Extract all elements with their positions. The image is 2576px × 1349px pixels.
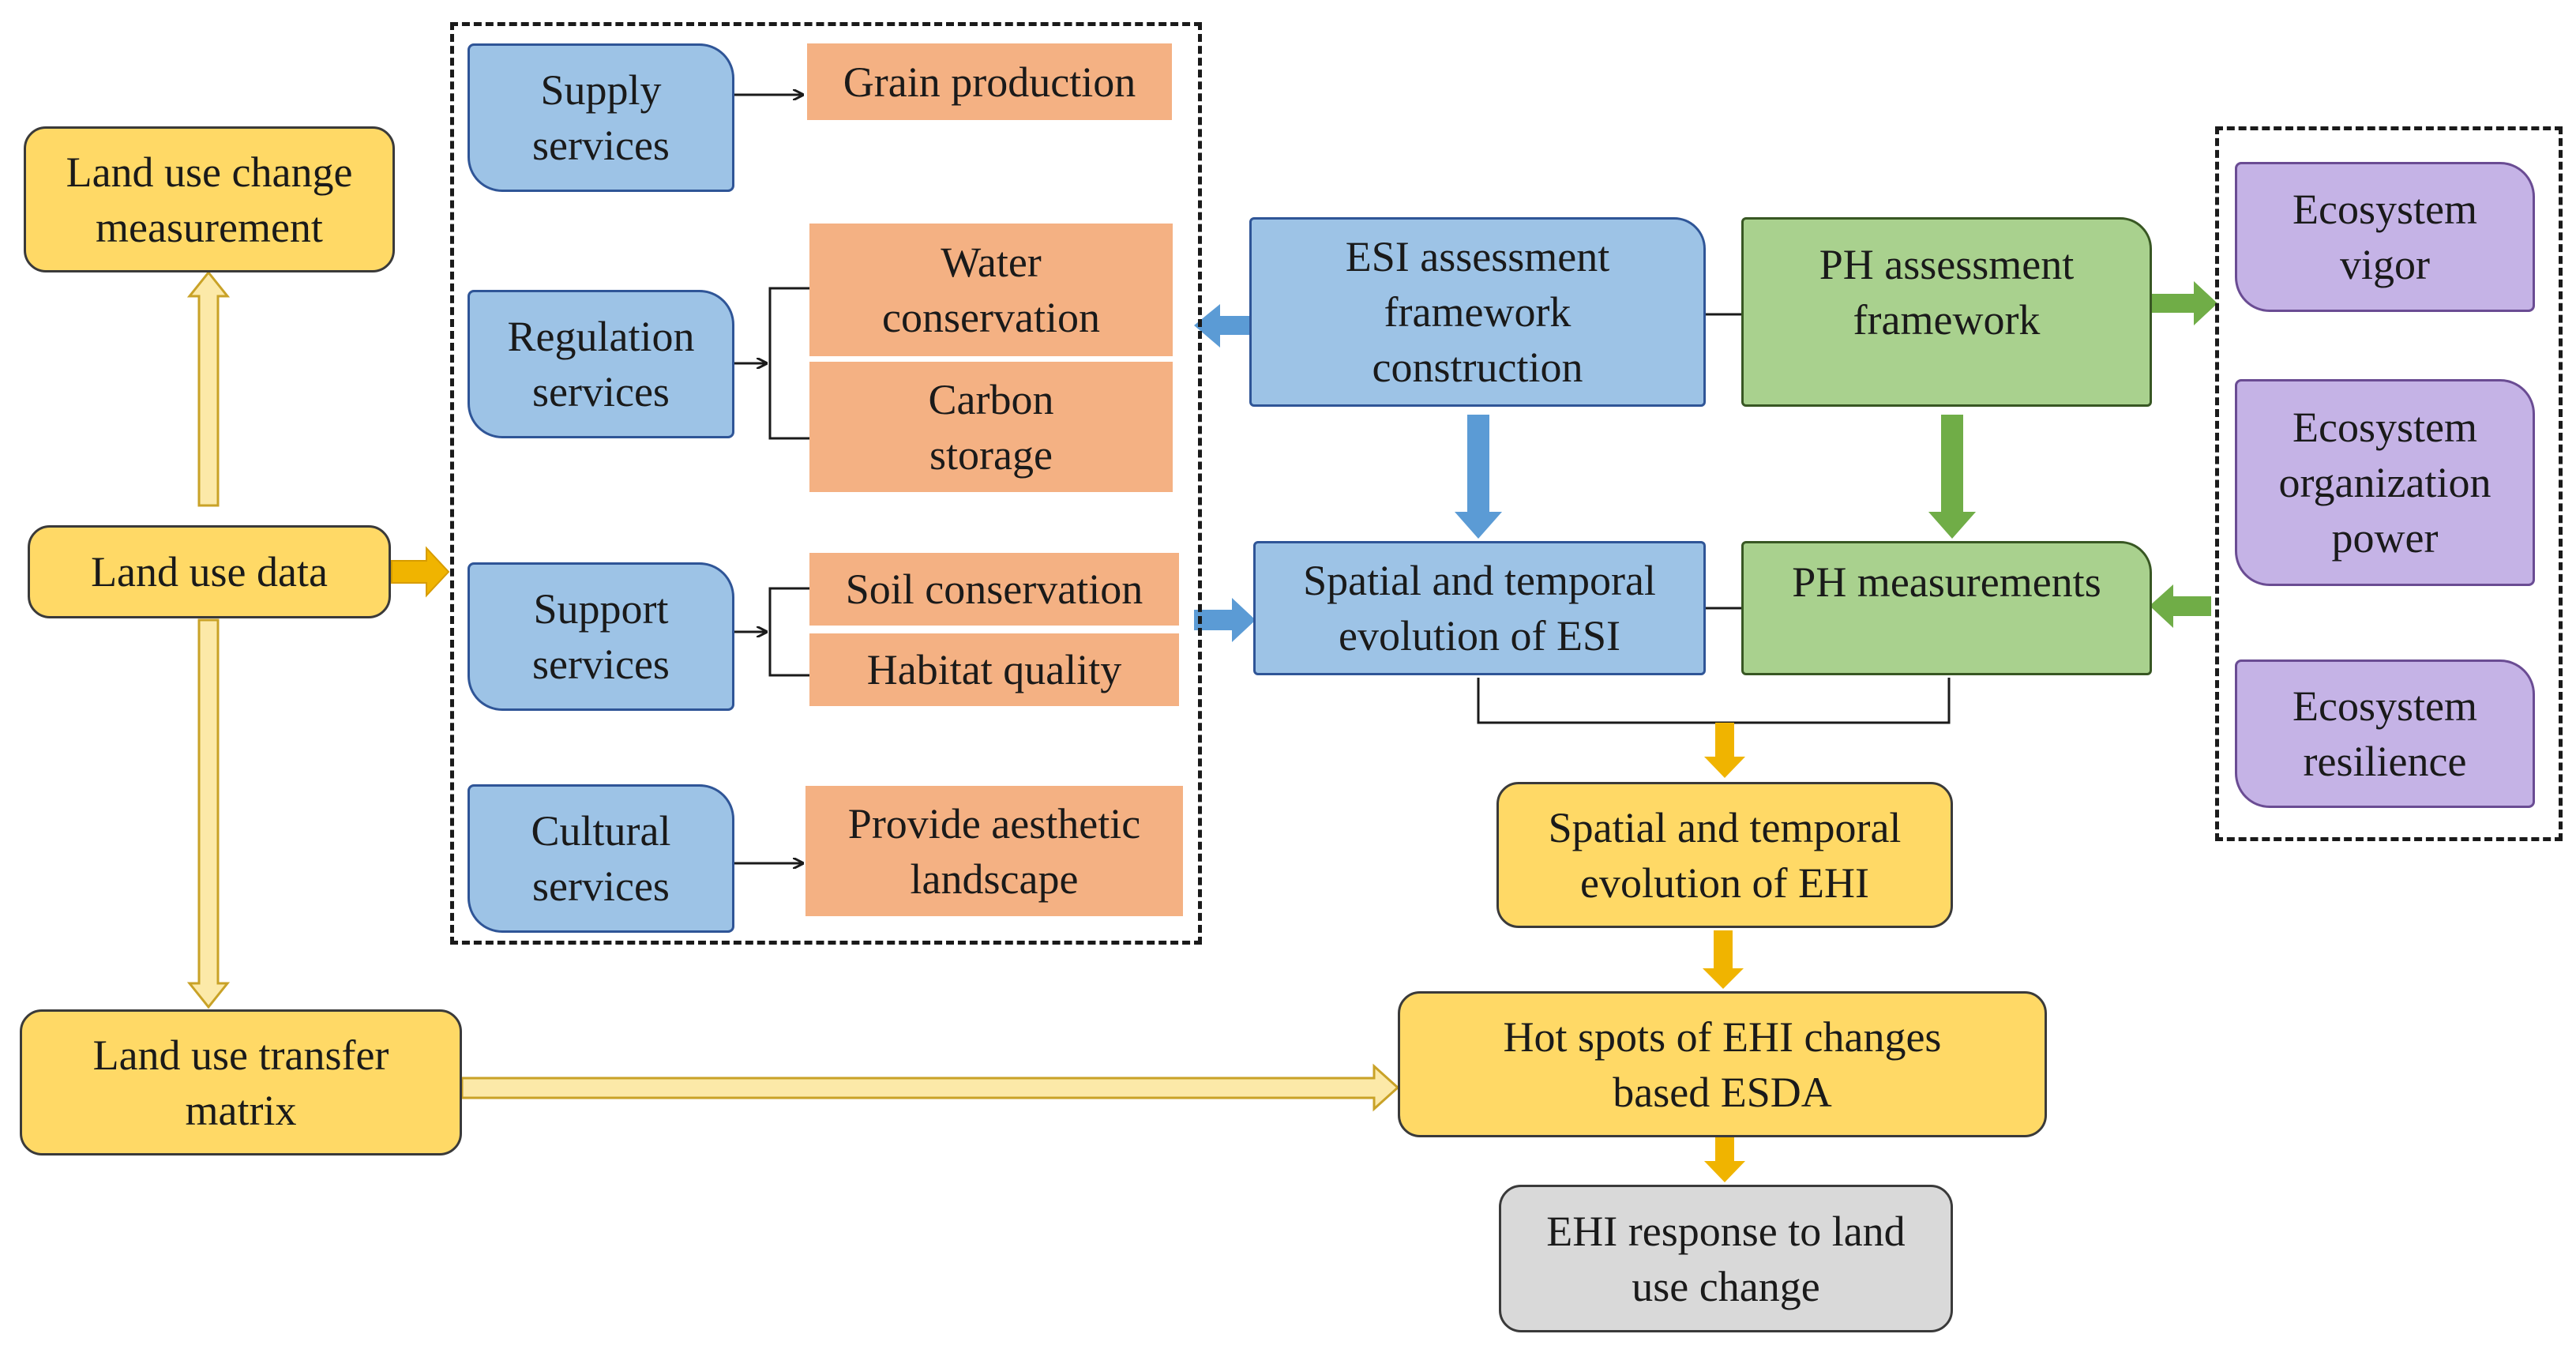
bracket-regulation (768, 287, 812, 440)
arrow-data-to-services (391, 546, 450, 598)
grain-production-label: Grain production (843, 58, 1136, 106)
cultural-services-label: Cultural services (531, 807, 671, 910)
arrow-hotspots-to-response (1704, 1137, 1745, 1182)
land-use-transfer-node: Land use transfer matrix (20, 1009, 462, 1155)
habitat-quality-node: Habitat quality (809, 633, 1179, 706)
aesthetic-landscape-label: Provide aesthetic landscape (847, 799, 1141, 903)
arrow-merge-to-ehi-evolution (1704, 723, 1745, 778)
arrow-indicators-to-ph-measurements (2150, 584, 2211, 628)
ecosystem-organization-label: Ecosystem organization power (2278, 404, 2492, 562)
arrow-ehi-evolution-to-hotspots (1703, 930, 1744, 989)
regulation-services-node: Regulation services (468, 290, 734, 438)
arrow-esi-framework-to-evolution (1455, 415, 1502, 539)
ph-framework-node: PH assessment framework (1741, 217, 2152, 407)
support-services-node: Support services (468, 562, 734, 711)
arrow-esi-framework-to-services (1194, 304, 1249, 348)
soil-conservation-label: Soil conservation (845, 566, 1143, 613)
ecosystem-organization-node: Ecosystem organization power (2235, 379, 2535, 586)
services-group-box (450, 22, 1202, 945)
cultural-services-node: Cultural services (468, 784, 734, 933)
land-use-change-label: Land use change measurement (66, 148, 353, 251)
ecosystem-vigor-label: Ecosystem vigor (2292, 186, 2477, 288)
ecosystem-resilience-node: Ecosystem resilience (2235, 659, 2535, 808)
esi-evolution-label: Spatial and temporal evolution of ESI (1303, 557, 1656, 659)
soil-conservation-node: Soil conservation (809, 553, 1179, 626)
ph-measurements-label: PH measurements (1792, 558, 2101, 606)
bracket-merge (1477, 678, 1951, 724)
water-conservation-label: Water conservation (882, 239, 1100, 341)
ecosystem-vigor-node: Ecosystem vigor (2235, 162, 2535, 312)
carbon-storage-node: Carbon storage (809, 362, 1173, 492)
ecosystem-resilience-label: Ecosystem resilience (2292, 682, 2477, 785)
arrow-data-to-change-measurement (186, 270, 231, 507)
habitat-quality-label: Habitat quality (866, 646, 1122, 693)
land-use-change-node: Land use change measurement (24, 126, 395, 272)
arrow-data-to-transfer-matrix (186, 618, 231, 1009)
supply-services-node: Supply services (468, 43, 734, 192)
arrow-services-to-esi-evolution (1194, 598, 1256, 642)
water-conservation-node: Water conservation (809, 224, 1173, 356)
bracket-support (768, 587, 812, 677)
land-use-transfer-label: Land use transfer matrix (92, 1031, 389, 1134)
regulation-services-label: Regulation services (507, 313, 695, 415)
grain-production-node: Grain production (807, 43, 1172, 120)
hot-spots-label: Hot spots of EHI changes based ESDA (1503, 1013, 1942, 1116)
aesthetic-landscape-node: Provide aesthetic landscape (805, 786, 1183, 916)
ph-measurements-node: PH measurements (1741, 541, 2152, 675)
ph-framework-label: PH assessment framework (1819, 241, 2075, 344)
hot-spots-node: Hot spots of EHI changes based ESDA (1398, 991, 2047, 1137)
ehi-response-label: EHI response to land use change (1546, 1207, 1906, 1310)
ehi-evolution-label: Spatial and temporal evolution of EHI (1548, 803, 1902, 907)
arrow-ph-framework-to-measurements (1928, 415, 1976, 539)
land-use-data-label: Land use data (91, 548, 328, 596)
esi-framework-node: ESI assessment framework construction (1249, 217, 1706, 407)
carbon-storage-label: Carbon storage (928, 375, 1054, 479)
arrow-ph-framework-to-indicators (2152, 281, 2217, 325)
arrow-transfer-to-hotspots (460, 1063, 1400, 1112)
land-use-data-node: Land use data (28, 525, 391, 618)
esi-framework-label: ESI assessment framework construction (1345, 233, 1610, 391)
supply-services-label: Supply services (532, 66, 670, 169)
ehi-response-node: EHI response to land use change (1499, 1185, 1953, 1332)
ph-indicators-group-box (2215, 126, 2563, 841)
esi-evolution-node: Spatial and temporal evolution of ESI (1253, 541, 1706, 675)
ehi-evolution-node: Spatial and temporal evolution of EHI (1496, 782, 1953, 928)
support-services-label: Support services (532, 585, 670, 688)
